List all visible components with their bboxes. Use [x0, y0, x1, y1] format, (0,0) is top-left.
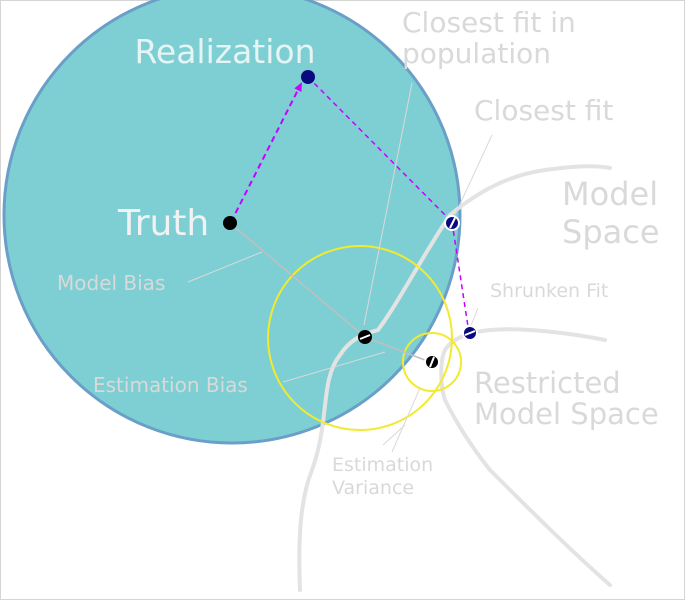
estimation-bias-label: Estimation Bias	[93, 373, 248, 397]
closest-fit-in-population-point	[358, 330, 372, 344]
model-bias-label: Model Bias	[57, 271, 165, 295]
closest-fit-to-shrunken-fit-line	[451, 221, 470, 334]
realization-label: Realization	[134, 32, 315, 71]
truth-point	[223, 216, 237, 230]
estimation-variance-leader-b	[391, 387, 421, 453]
truth-to-closest-population-line	[229, 222, 366, 338]
restricted-model-space-curve	[439, 327, 612, 587]
truth-label: Truth	[117, 203, 209, 244]
closest-fit-population-label-line2: population	[402, 37, 551, 70]
closest-fit-leader	[454, 134, 493, 216]
model-space-curve	[297, 164, 612, 592]
shrunken-fit-point	[462, 325, 478, 341]
restricted-model-space-label-line2: Model Space	[474, 397, 659, 431]
restricted-model-space-label-line1: Restricted	[474, 366, 621, 400]
estimation-variance-circle-large	[267, 245, 453, 431]
estimation-variance-circle-small	[402, 332, 462, 392]
closest-population-to-shrunken-line	[364, 336, 431, 363]
realization-point	[301, 70, 315, 84]
estimation-variance-leader-a	[382, 424, 406, 446]
estimation-bias-leader	[282, 351, 386, 383]
closest-fit-population-label-line1: Closest fit in	[402, 6, 576, 39]
closest-population-leader	[363, 82, 413, 326]
restricted-closest-point	[424, 354, 440, 370]
realization-disk-outline	[2, 0, 462, 445]
closest-fit-point	[444, 215, 460, 231]
model-bias-leader	[187, 251, 263, 283]
shrunken-fit-leader	[469, 307, 479, 329]
closest-fit-label: Closest fit	[474, 94, 613, 127]
truth-to-realization-arrow	[230, 82, 302, 223]
model-space-label-line2: Space	[562, 213, 660, 251]
shrunken-fit-label: Shrunken Fit	[490, 280, 608, 302]
estimation-variance-label-line1: Estimation	[332, 454, 433, 476]
realization-to-closest-fit-line	[307, 76, 453, 223]
estimation-variance-label-line2: Variance	[332, 477, 414, 499]
model-space-label-line1: Model	[562, 175, 658, 213]
